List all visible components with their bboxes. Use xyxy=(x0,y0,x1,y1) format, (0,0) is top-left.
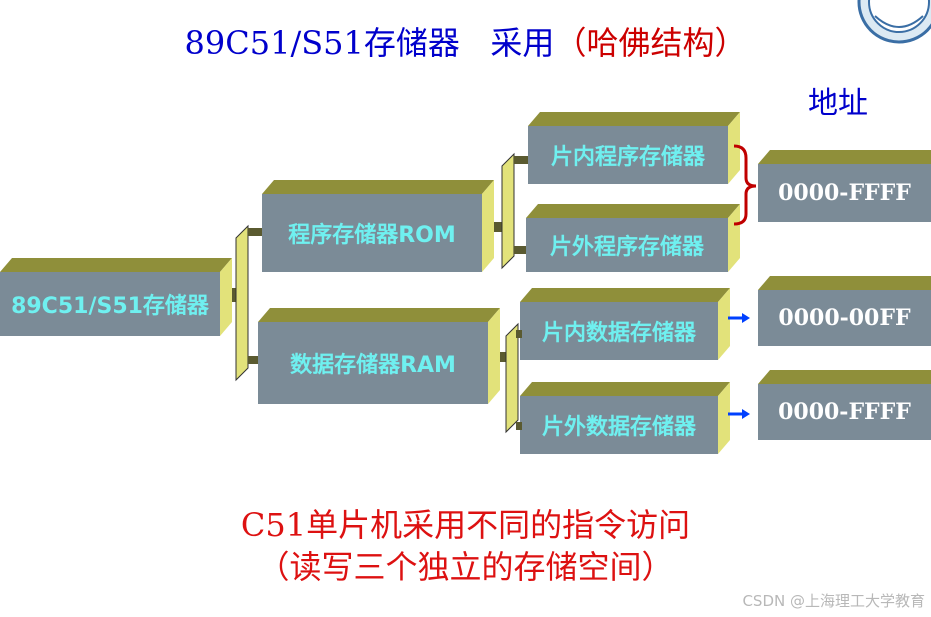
address-rom: 0000-FFFF xyxy=(778,180,911,206)
box-ram-external-label: 片外数据存储器 xyxy=(541,415,696,440)
address-ram-external: 0000-FFFF xyxy=(778,399,911,425)
arrow-ram-internal xyxy=(728,313,750,323)
box-rom-internal-label: 片内程序存储器 xyxy=(550,145,705,170)
box-root-shape xyxy=(0,258,232,336)
caption-line-1: C51单片机采用不同的指令访问 xyxy=(240,506,691,544)
box-ram-shape xyxy=(258,308,500,404)
page-title: 89C51/S51存储器 采用（哈佛结构） xyxy=(0,18,931,64)
university-logo xyxy=(857,0,931,44)
box-ram-internal-shape xyxy=(520,288,730,360)
arrow-ram-external xyxy=(728,409,750,419)
box-addr-ram-external-shape xyxy=(758,370,931,440)
box-ram-label: 数据存储器RAM xyxy=(290,353,456,378)
box-rom-external-label: 片外程序存储器 xyxy=(549,235,704,260)
connector-ram xyxy=(500,322,522,434)
box-addr-ram-internal-shape xyxy=(758,276,931,346)
box-rom-external-shape xyxy=(526,204,740,272)
box-addr-rom-shape xyxy=(758,150,931,222)
title-part-1: 89C51/S51存储器 xyxy=(184,24,460,62)
box-ram-internal-label: 片内数据存储器 xyxy=(541,321,696,346)
box-root-label: 89C51/S51存储器 xyxy=(11,294,209,319)
title-part-3: （哈佛结构） xyxy=(554,24,747,62)
brace-rom xyxy=(733,144,757,226)
watermark: CSDN @上海理工大学教育 xyxy=(742,592,925,610)
box-rom-shape xyxy=(262,180,494,272)
connector-root xyxy=(232,224,262,382)
box-rom-internal-shape xyxy=(528,112,740,184)
box-ram-external-shape xyxy=(520,382,730,454)
box-rom-label: 程序存储器ROM xyxy=(288,223,456,248)
title-part-2: 采用 xyxy=(490,24,555,62)
address-ram-internal: 0000-00FF xyxy=(778,305,911,331)
caption-line-2: （读写三个独立的存储空间） xyxy=(257,548,674,586)
address-heading: 地址 xyxy=(808,86,868,121)
connector-rom xyxy=(494,152,528,270)
